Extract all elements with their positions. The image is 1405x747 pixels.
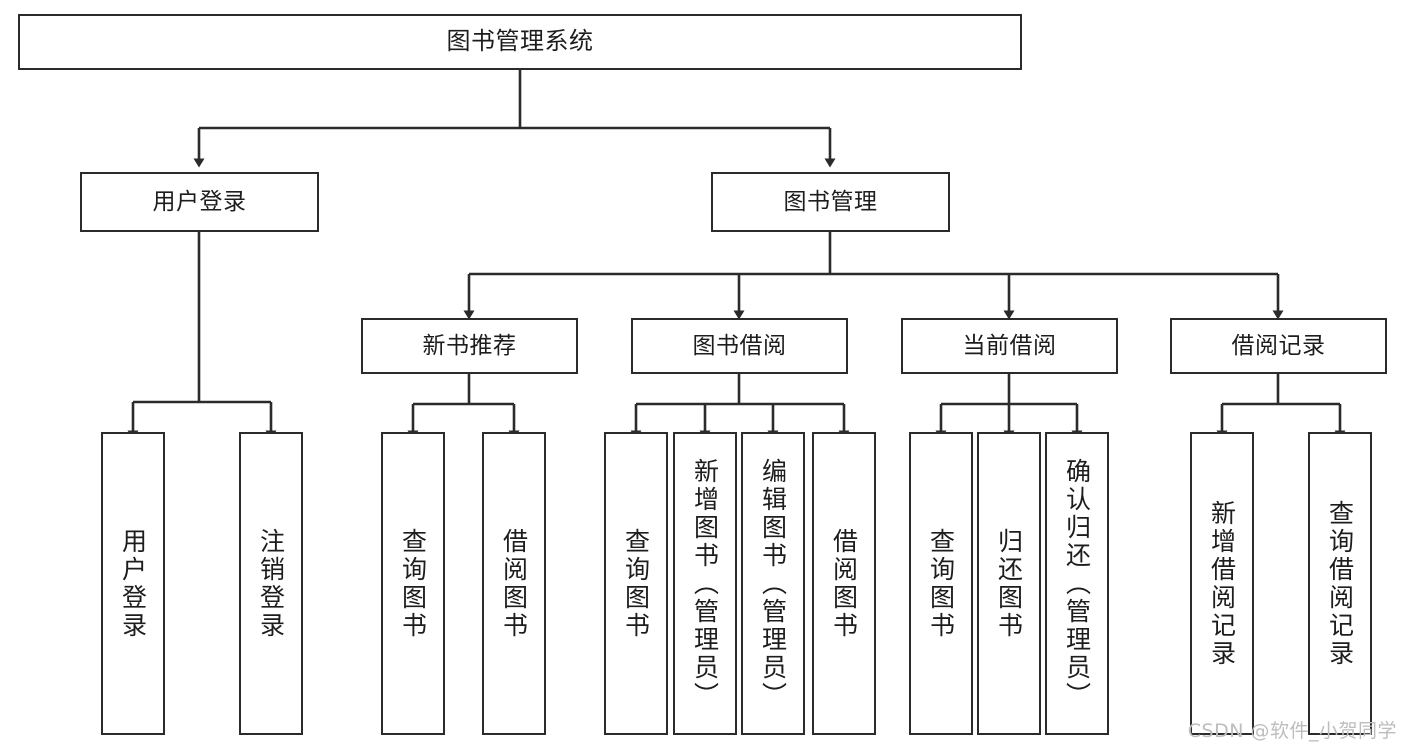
node-leaf-return-book[interactable]: 归还图书 <box>977 432 1041 735</box>
node-leaf-borrow-book-2[interactable]: 借阅图书 <box>812 432 876 735</box>
node-root[interactable]: 图书管理系统 <box>18 14 1022 70</box>
watermark: CSDN @软件_小贺同学 <box>1187 720 1397 742</box>
node-borrow-record[interactable]: 借阅记录 <box>1170 318 1387 374</box>
node-leaf-borrow-book-1[interactable]: 借阅图书 <box>482 432 546 735</box>
node-leaf-user-login[interactable]: 用户登录 <box>101 432 165 735</box>
node-leaf-add-book-label: 新增图书（管理员） <box>690 457 720 710</box>
node-leaf-query-record-label: 查询借阅记录 <box>1325 499 1355 668</box>
node-leaf-logout-label: 注销登录 <box>256 527 286 640</box>
node-user-login-label: 用户登录 <box>152 188 247 215</box>
node-leaf-edit-book-label: 编辑图书（管理员） <box>758 457 788 710</box>
node-leaf-query-book-3-label: 查询图书 <box>926 527 956 640</box>
node-leaf-add-book[interactable]: 新增图书（管理员） <box>673 432 737 735</box>
node-current-borrow-label: 当前借阅 <box>962 332 1057 359</box>
node-user-login[interactable]: 用户登录 <box>80 172 319 232</box>
node-book-borrow[interactable]: 图书借阅 <box>631 318 848 374</box>
node-leaf-borrow-book-1-label: 借阅图书 <box>499 527 529 640</box>
node-leaf-confirm-return[interactable]: 确认归还（管理员） <box>1045 432 1109 735</box>
node-borrow-record-label: 借阅记录 <box>1231 332 1326 359</box>
node-leaf-return-book-label: 归还图书 <box>994 527 1024 640</box>
node-leaf-confirm-return-label: 确认归还（管理员） <box>1062 457 1092 710</box>
node-leaf-query-record[interactable]: 查询借阅记录 <box>1308 432 1372 735</box>
node-book-borrow-label: 图书借阅 <box>692 332 787 359</box>
node-leaf-query-book-1-label: 查询图书 <box>398 527 428 640</box>
node-book-manage[interactable]: 图书管理 <box>711 172 950 232</box>
node-leaf-add-record-label: 新增借阅记录 <box>1207 499 1237 668</box>
node-leaf-query-book-1[interactable]: 查询图书 <box>381 432 445 735</box>
node-new-book-recommend[interactable]: 新书推荐 <box>361 318 578 374</box>
node-leaf-edit-book[interactable]: 编辑图书（管理员） <box>741 432 805 735</box>
node-book-manage-label: 图书管理 <box>783 188 878 215</box>
node-leaf-borrow-book-2-label: 借阅图书 <box>829 527 859 640</box>
node-current-borrow[interactable]: 当前借阅 <box>901 318 1118 374</box>
node-leaf-add-record[interactable]: 新增借阅记录 <box>1190 432 1254 735</box>
node-leaf-logout[interactable]: 注销登录 <box>239 432 303 735</box>
node-new-book-recommend-label: 新书推荐 <box>422 332 517 359</box>
node-leaf-query-book-2-label: 查询图书 <box>621 527 651 640</box>
node-leaf-query-book-3[interactable]: 查询图书 <box>909 432 973 735</box>
node-leaf-query-book-2[interactable]: 查询图书 <box>604 432 668 735</box>
node-root-label: 图书管理系统 <box>446 27 594 56</box>
node-leaf-user-login-label: 用户登录 <box>118 527 148 640</box>
